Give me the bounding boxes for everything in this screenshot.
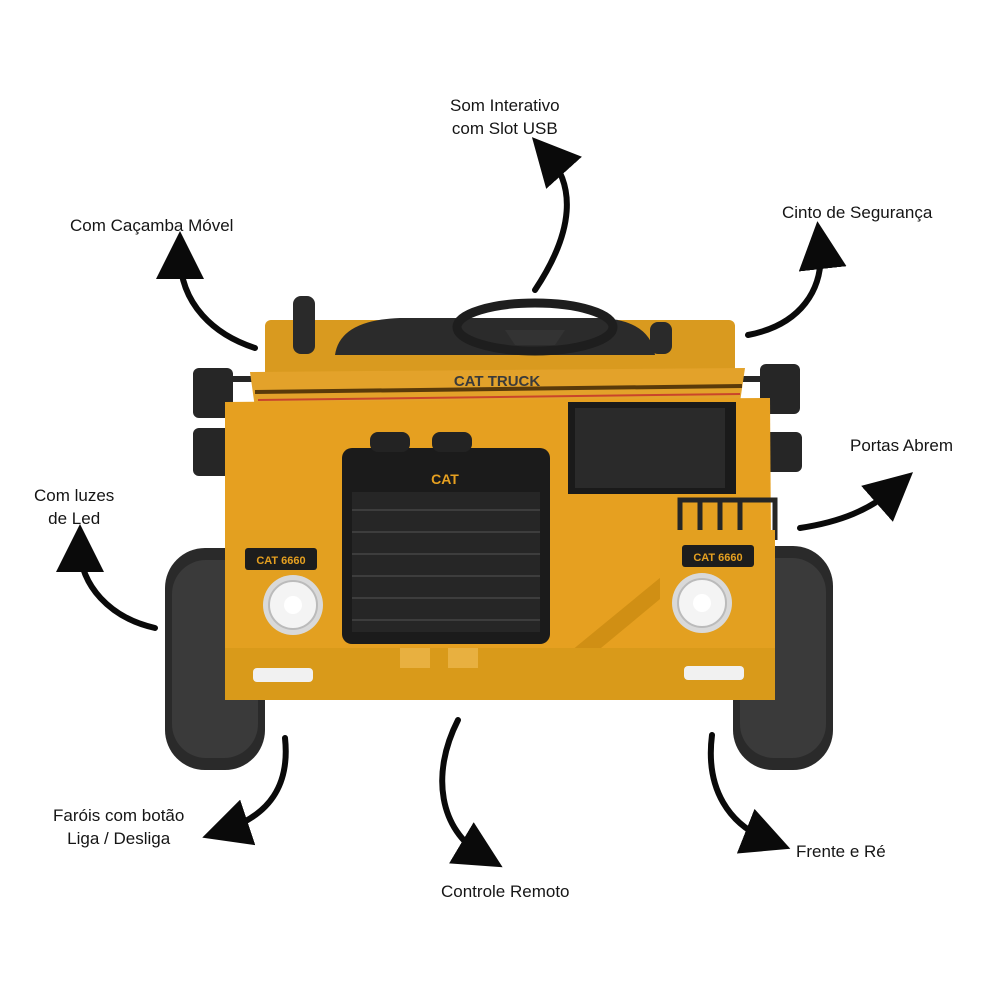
fog-lamp-left [253,668,313,682]
steering-hub [505,330,565,345]
label-portas-abrem: Portas Abrem [850,434,953,457]
label-line: com Slot USB [451,119,558,138]
badge-right-bg [682,545,754,567]
gear-lever [650,322,672,354]
fog-lamp-right [684,666,744,680]
label-line: Portas Abrem [850,436,953,455]
label-line: Controle Remoto [441,882,570,901]
label-frente-re: Frente e Ré [796,840,886,863]
label-cacamba-movel: Com Caçamba Móvel [70,214,233,237]
label-line: Faróis com botão [53,806,185,825]
label-controle-remoto: Controle Remoto [441,880,570,903]
label-line: de Led [48,509,101,528]
label-som-interativo: Som Interativo com Slot USB [450,94,560,140]
exhaust-pipe [293,296,315,354]
hood-logo: CAT TRUCK [454,373,541,390]
label-line: Com Caçamba Móvel [70,216,234,235]
badge-left: CAT 6660 [256,555,305,567]
label-line: Cinto de Segurança [782,203,933,222]
headlight-right [672,573,732,633]
label-farois-botao: Faróis com botão Liga / Desliga [53,804,184,850]
headlight-left [263,575,323,635]
grille-logo: CAT [431,471,459,487]
label-line: Com luzes [34,486,115,505]
label-luzes-led: Com luzes de Led [34,484,114,530]
badge-right: CAT 6660 [693,552,742,564]
label-cinto-seguranca: Cinto de Segurança [782,201,932,224]
label-line: Som Interativo [450,96,560,115]
lower-bumper [225,648,775,700]
steering-wheel [452,298,618,356]
label-line: Liga / Desliga [67,829,171,848]
label-line: Frente e Ré [796,842,886,861]
badge-left-bg [245,548,317,570]
